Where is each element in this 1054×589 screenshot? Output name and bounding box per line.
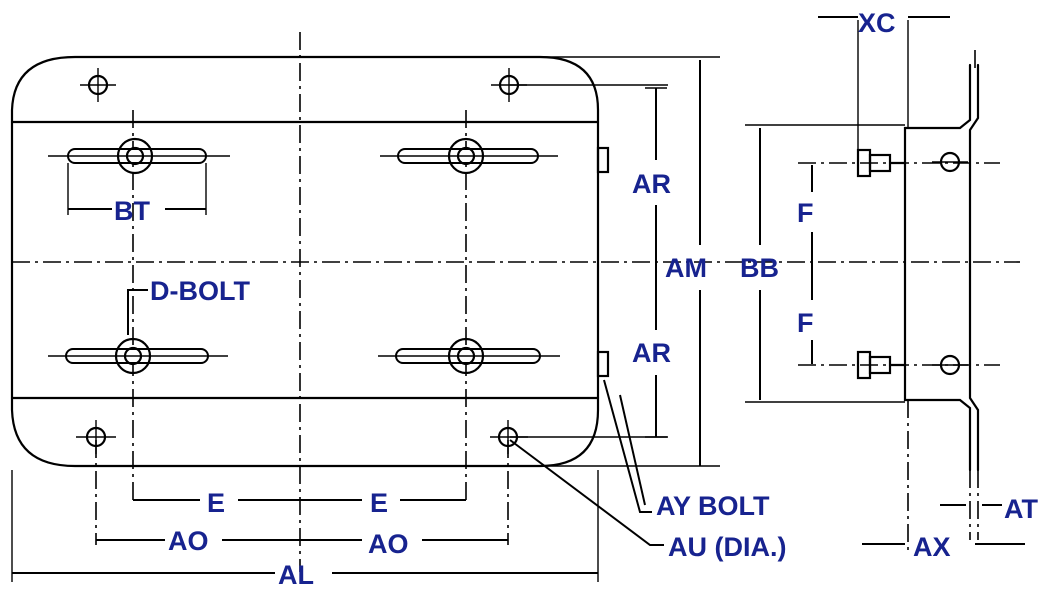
- extension-lines: [11, 56, 720, 582]
- label-ao-right: AO: [368, 529, 409, 559]
- label-ax: AX: [913, 532, 951, 562]
- label-ay-bolt: AY BOLT: [656, 491, 770, 521]
- centerlines: [12, 32, 1020, 572]
- label-am: AM: [665, 253, 707, 283]
- label-ar-top: AR: [632, 169, 671, 199]
- mounting-holes: [76, 68, 528, 454]
- dimension-ar: [645, 87, 667, 438]
- label-xc: XC: [858, 8, 896, 38]
- label-d-bolt: D-BOLT: [150, 276, 250, 306]
- adjusting-bolts: [596, 146, 610, 378]
- label-bb: BB: [740, 253, 779, 283]
- label-ar-bottom: AR: [632, 338, 671, 368]
- label-f-top: F: [797, 198, 814, 228]
- label-al: AL: [278, 560, 314, 589]
- slotted-bolt-holes: [48, 137, 560, 375]
- label-f-bottom: F: [797, 308, 814, 338]
- label-bt: BT: [114, 196, 150, 226]
- label-ao-left: AO: [168, 526, 209, 556]
- label-at: AT: [1004, 494, 1038, 524]
- leader-lines: [127, 289, 664, 546]
- label-e-right: E: [370, 488, 388, 518]
- label-au-dia: AU (DIA.): [668, 532, 786, 562]
- label-e-left: E: [207, 488, 225, 518]
- side-view: [745, 20, 1000, 550]
